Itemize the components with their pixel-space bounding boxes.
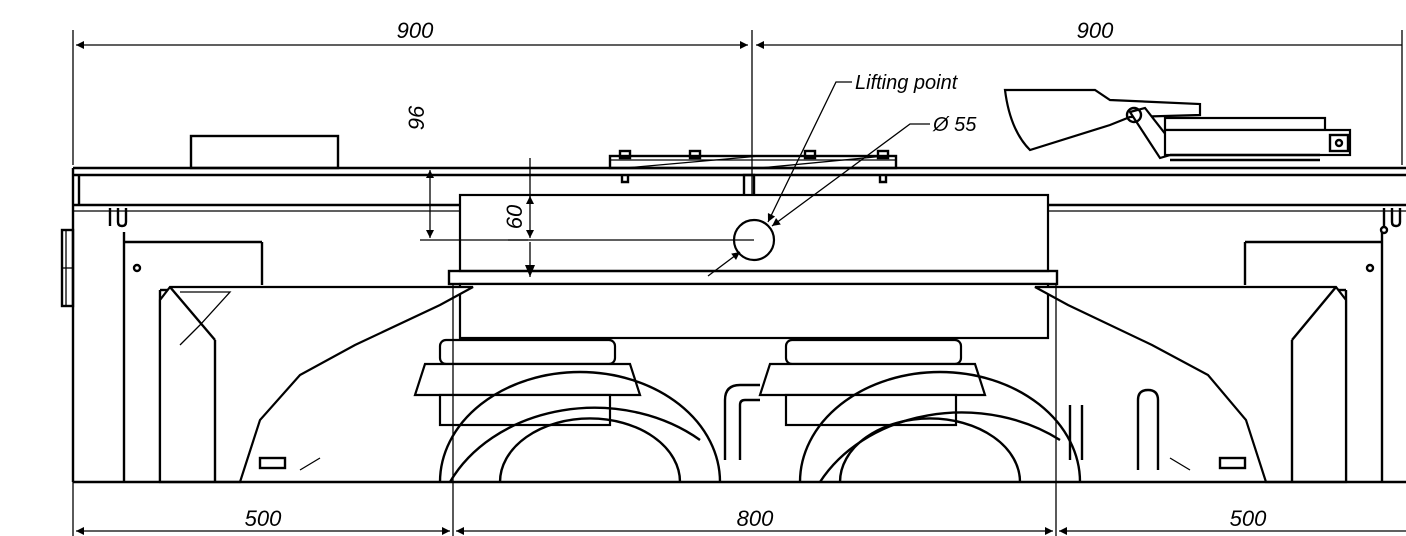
dim-label-top-right: 900 [1077,18,1114,43]
left-wheel-assembly [413,338,722,483]
diameter-label: Ø 55 [932,114,977,136]
right-wheel-assembly [758,338,1082,483]
top-box [189,134,340,170]
lifting-point-label: Lifting point [855,72,959,94]
dim-label-bottom-right: 500 [1230,506,1267,531]
vertical-dim-60 [508,158,535,277]
ground-feet [258,456,1247,471]
left-bracket [60,228,75,308]
center-housing [447,193,1059,340]
dim-label-top-left: 900 [397,18,434,43]
dim-label-vertical-60: 60 [502,204,527,229]
leader-lines [767,81,930,227]
center-pipe [723,383,1160,470]
top-dimensions [72,30,1403,200]
right-wedge [1034,285,1348,484]
dim-label-vertical-96: 96 [404,105,429,130]
dim-label-bottom-middle: 800 [737,506,774,531]
bottom-dimensions [72,285,1406,536]
lifting-hook [1003,88,1352,162]
dim-label-bottom-left: 500 [245,506,282,531]
hooks [108,208,1402,235]
top-bracket-plate [608,149,898,199]
left-wedge [158,285,474,484]
